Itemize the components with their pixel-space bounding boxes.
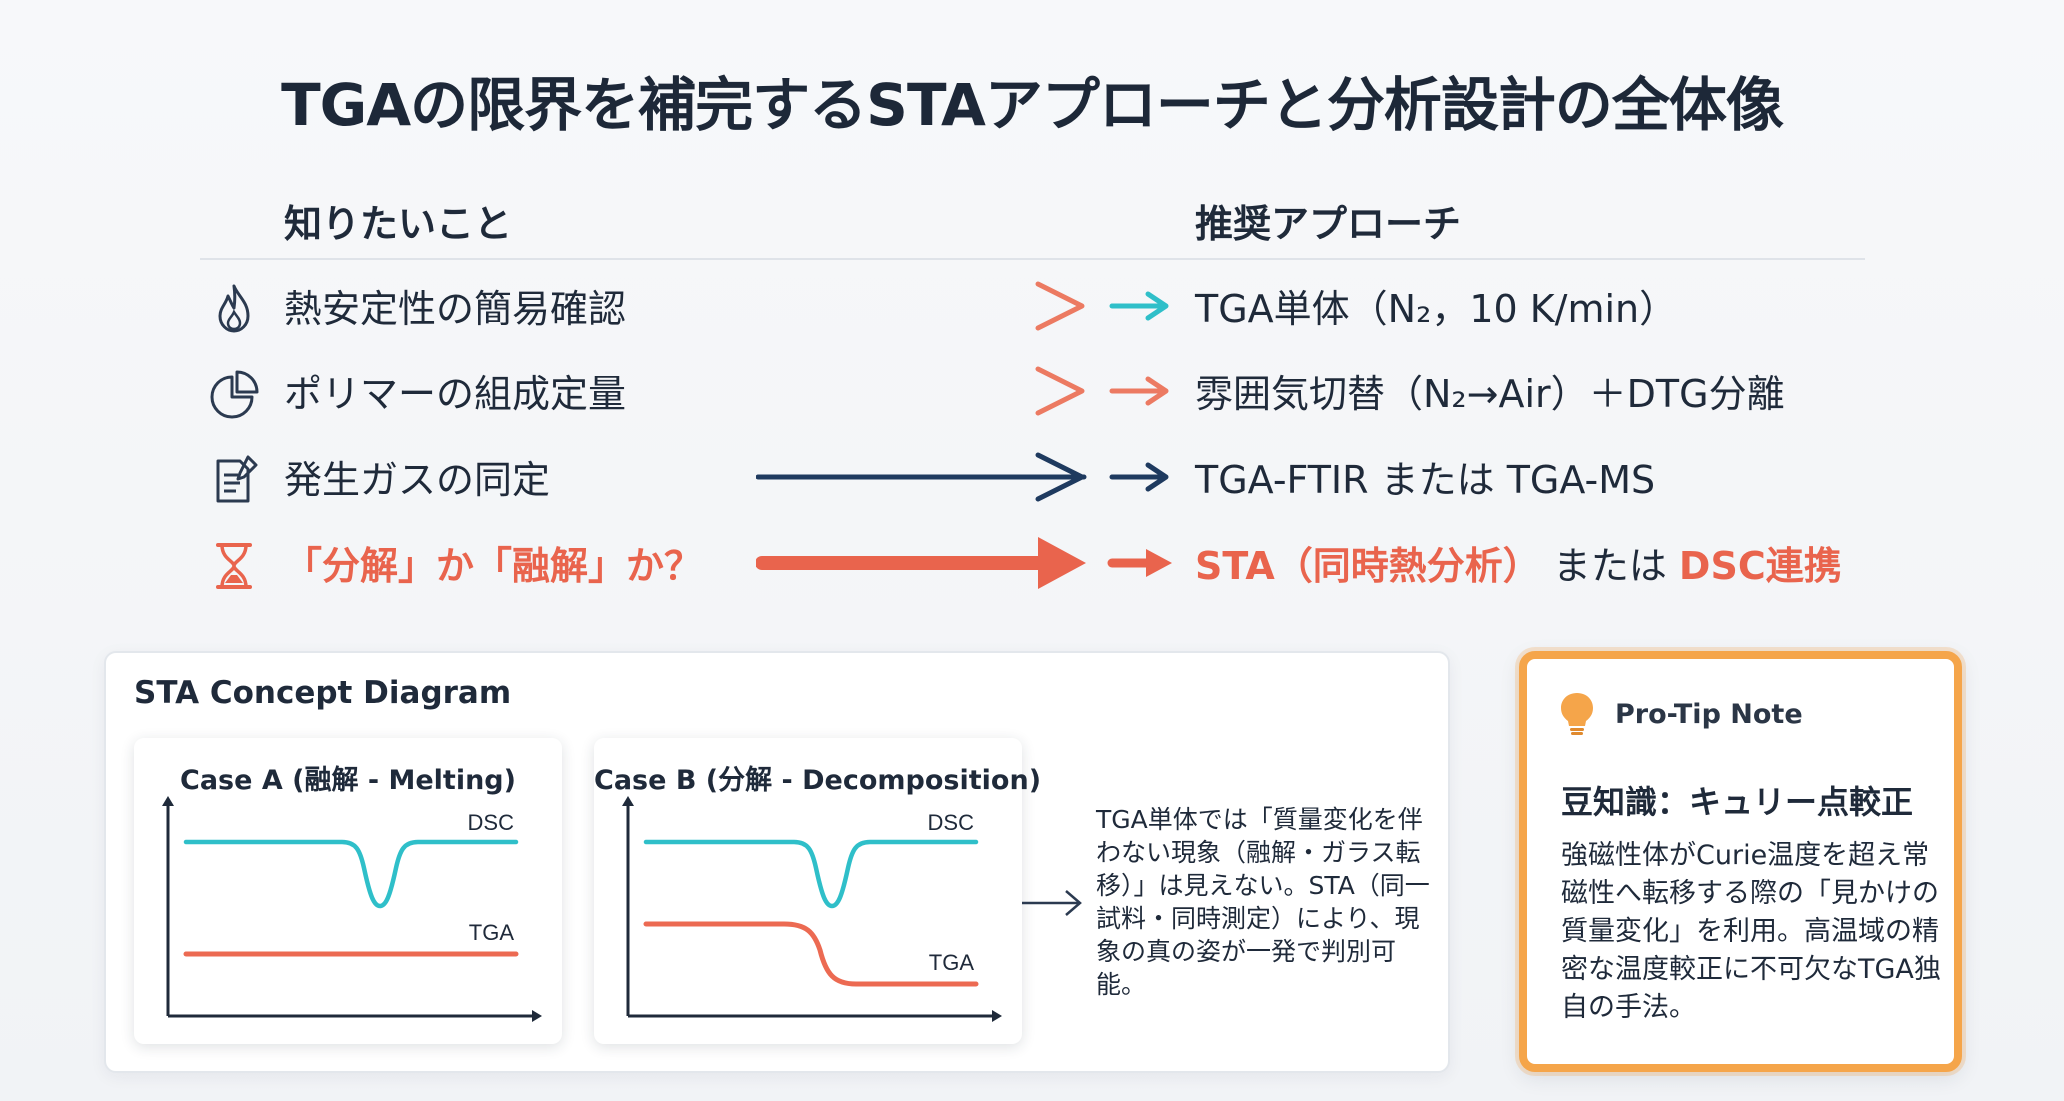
approach-row-decomposition-or-melting: 「分解」か「融解」か？ STA（同時熱分析） または DSC連携 — [0, 531, 2064, 591]
case-a-card: Case A (融解 - Melting) DSC TGA — [134, 738, 562, 1044]
page-title: TGAの限界を補完するSTAアプローチと分析設計の全体像 — [281, 71, 1784, 139]
case-a-tga-label: TGA — [469, 920, 515, 945]
approach-dsc: DSC連携 — [1678, 544, 1842, 588]
approach-text: TGA単体（N₂，10 K/min） — [1195, 287, 1678, 331]
question-text: 「分解」か「融解」か？ — [284, 544, 703, 588]
case-b-tga-curve — [643, 921, 979, 987]
header-divider — [200, 258, 1865, 260]
flow-arrow — [756, 281, 1169, 331]
pro-tip-card: Pro-Tip Note 豆知識：キュリー点較正 強磁性体がCurie温度を超え… — [1519, 651, 1962, 1072]
approach-text: STA（同時熱分析） または DSC連携 — [1195, 535, 1842, 590]
flow-arrow — [756, 452, 1169, 502]
document-analysis-icon — [216, 455, 258, 503]
pie-chart-icon — [210, 370, 259, 419]
case-b-dsc-curve — [643, 839, 979, 909]
case-b-card: Case B (分解 - Decomposition) DSC TGA — [594, 738, 1042, 1044]
flame-icon — [218, 284, 250, 333]
approach-row-polymer-composition: ポリマーの組成定量 雰囲気切替（N₂→Air）＋DTG分離 — [0, 359, 2064, 419]
column-header-question: 知りたいこと — [284, 202, 513, 246]
pro-tip-label: Pro-Tip Note — [1615, 699, 1803, 730]
sta-concept-panel: STA Concept Diagram Case A (融解 - Melting… — [104, 651, 1450, 1073]
concept-arrow — [1022, 890, 1082, 916]
approach-text: 雰囲気切替（N₂→Air）＋DTG分離 — [1195, 372, 1785, 416]
case-b-tga-label: TGA — [929, 950, 975, 975]
approach-text: TGA-FTIR または TGA-MS — [1195, 458, 1656, 502]
approach-sta: STA（同時熱分析） — [1195, 544, 1541, 588]
case-b-title: Case B (分解 - Decomposition) — [594, 765, 1042, 796]
case-b-dsc-label: DSC — [928, 810, 975, 835]
concept-title: STA Concept Diagram — [134, 675, 512, 711]
case-a-title: Case A (融解 - Melting) — [180, 765, 516, 796]
flow-arrow-bold — [756, 537, 1172, 589]
question-text: 熱安定性の簡易確認 — [284, 287, 627, 331]
column-header-approach: 推奨アプローチ — [1195, 202, 1462, 246]
approach-connector: または — [1540, 544, 1679, 588]
concept-explanation: TGA単体では「質量変化を伴わない現象（融解・ガラス転移）」は見えない。STA（… — [1096, 805, 1430, 999]
approach-row-evolved-gas: 発生ガスの同定 TGA-FTIR または TGA-MS — [0, 445, 2064, 505]
approach-row-thermal-stability: 熱安定性の簡易確認 TGA単体（N₂，10 K/min） — [0, 274, 2064, 334]
case-a-dsc-curve — [183, 839, 519, 909]
case-b-graph: DSC TGA — [622, 796, 1002, 1022]
lightbulb-icon — [1561, 693, 1593, 735]
question-text: ポリマーの組成定量 — [284, 372, 627, 416]
flow-arrow — [756, 366, 1169, 416]
pro-tip-body: 強磁性体がCurie温度を超え常磁性へ転移する際の「見かけの質量変化」を利用。高… — [1561, 840, 1941, 1023]
question-text: 発生ガスの同定 — [284, 458, 551, 502]
case-a-dsc-label: DSC — [468, 810, 515, 835]
pro-tip-heading: 豆知識：キュリー点較正 — [1561, 783, 1914, 821]
case-a-graph: DSC TGA — [162, 796, 542, 1022]
hourglass-icon — [216, 543, 252, 589]
